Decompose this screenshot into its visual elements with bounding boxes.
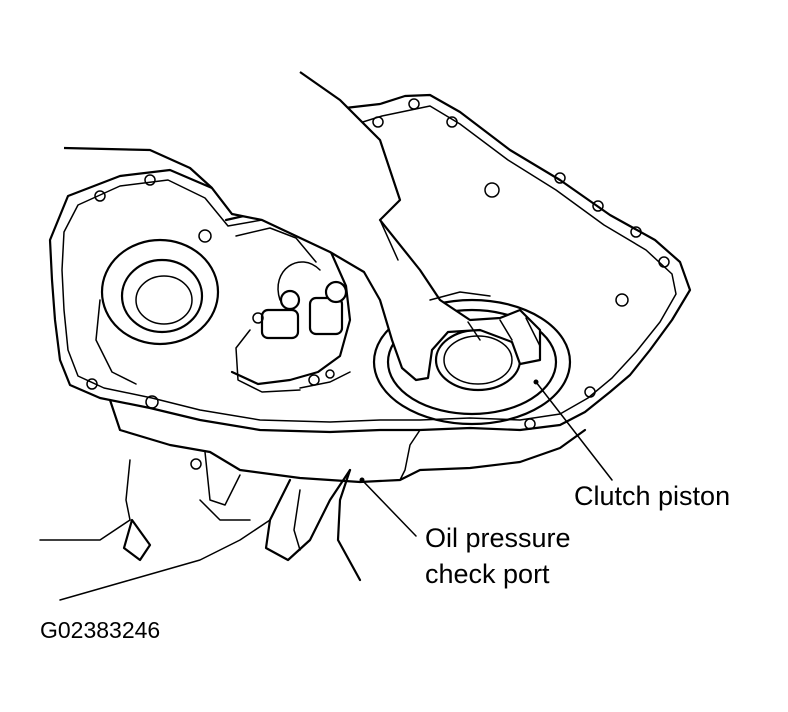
hand-forearm — [63, 71, 542, 382]
oil-pressure-label-line2: check port — [425, 559, 550, 589]
oil-port-leader — [361, 479, 417, 537]
differential-bore — [95, 238, 220, 385]
pressure-tool — [39, 459, 362, 601]
clutch-piston-leader — [535, 381, 613, 481]
valve-body-components — [224, 210, 352, 393]
oil-pressure-label-line1: Oil pressure — [425, 523, 571, 553]
clutch-piston-label: Clutch piston — [574, 481, 731, 511]
figure-id: G02383246 — [40, 617, 161, 643]
